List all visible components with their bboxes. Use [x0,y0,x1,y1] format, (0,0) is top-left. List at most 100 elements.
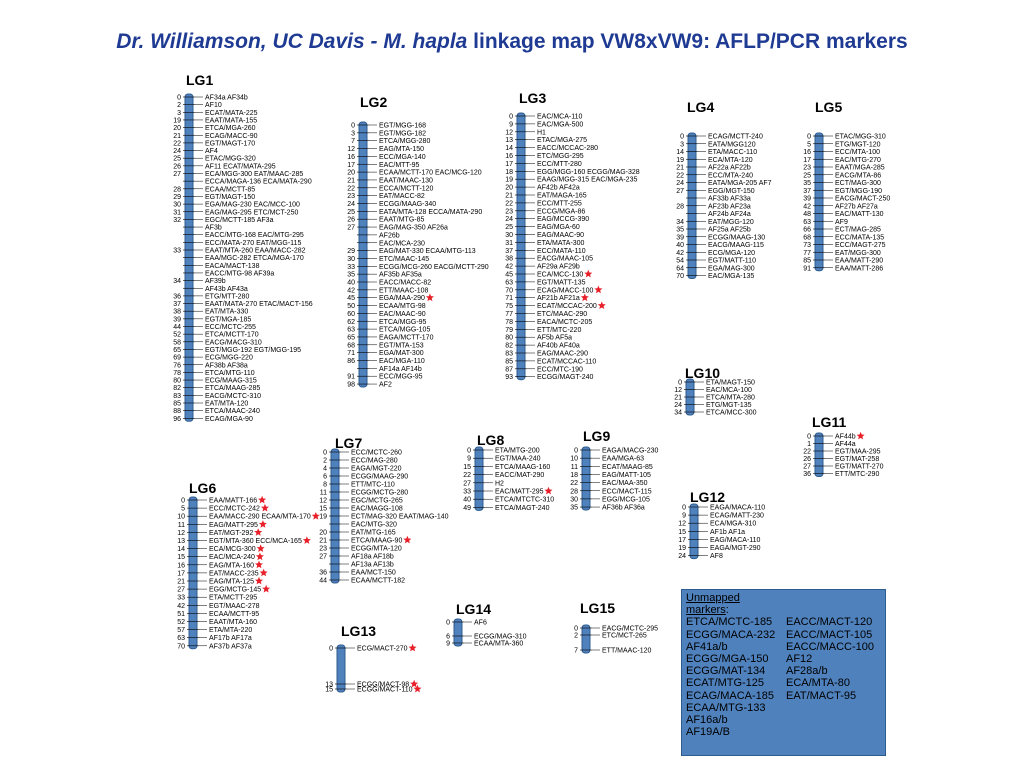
marker-position: 0 [351,123,355,130]
marker-label: ECC/MCTC-260 [351,450,402,457]
marker-position: 35 [570,505,578,512]
marker-label: EGT/MGA-185 [205,316,251,323]
marker-label: EAGA/MCTT-170 [379,334,434,341]
marker-label: ETA/MAGT-150 [706,380,755,387]
marker-label: EAG/MATT-105 [602,472,651,479]
marker-position: 91 [347,374,355,381]
red-star-icon [594,285,603,294]
linkage-group-label: LG11 [812,414,846,430]
marker-label: EAC/MAAC-90 [379,311,426,318]
marker-position: 80 [173,378,181,385]
marker-label: ETA/MCTT-295 [209,595,257,602]
marker-position: 9 [467,456,471,463]
marker-label: ETT/MTC-220 [537,327,581,334]
marker-label: ETCA/MCTT-170 [205,332,259,339]
marker-label: EAA/MACC-290 ECAA/MTA-170 [209,514,311,521]
marker-position: 71 [505,295,513,302]
marker-label: EGT/MGG-192 EGT/MGG-195 [205,347,301,354]
marker-label: AF5b AF5a [537,335,572,342]
marker-label: EGT/MATT-135 [537,279,586,286]
chromosome-bar [581,446,591,511]
marker-position: 57 [177,627,185,634]
marker-position: 34 [676,219,684,226]
marker-label: EACC/MAT-290 [495,472,544,479]
chromosome-bar [516,112,526,381]
marker-label: EAT/MTG-165 [351,530,396,537]
marker-label: ECC/MTA-240 [708,172,753,179]
unmapped-item: ECGG/MGA-150 [686,653,769,666]
red-star-icon [262,584,271,593]
marker-label: ECCA/MCTT-120 [379,185,434,192]
marker-position: 37 [173,301,181,308]
marker-position: 19 [676,157,684,164]
marker-label: AF13a AF13b [351,562,394,569]
marker-position: 49 [463,505,471,512]
marker-position: 2 [574,633,578,640]
marker-position: 8 [323,482,327,489]
marker-position: 76 [173,362,181,369]
marker-position: 9 [446,641,450,648]
marker-label: H2 [495,480,504,487]
chromosome-bar [814,132,824,272]
marker-label: EAAG/MGG-315 EAC/MGA-235 [537,177,637,184]
marker-label: EGA/MAG-230 EAC/MCC-100 [205,202,300,209]
marker-position: 91 [803,265,811,272]
marker-label: AF25a AF25b [708,227,751,234]
marker-position: 37 [505,248,513,255]
marker-label: ETCA/MCC-300 [706,410,757,417]
marker-position: 30 [347,256,355,263]
marker-label: EAC/MGA-110 [379,358,425,365]
marker-label: ETG/MGT-135 [706,402,752,409]
unmapped-item: ECA/MTA-80 [786,677,850,690]
marker-position: 7 [574,648,578,655]
marker-position: 12 [347,146,355,153]
marker-label: AF36b AF36a [602,505,645,512]
marker-label: EAT/MTA-120 [205,401,248,408]
marker-label: ECAA/MCTT-95 [209,611,259,618]
marker-position: 37 [803,188,811,195]
marker-label: EAG/MACA-110 [710,537,761,544]
marker-position: 0 [807,434,811,441]
marker-label: EACC/MCCAC-280 [537,145,598,152]
marker-label: ECCG/MGA-86 [537,208,585,215]
marker-position: 27 [177,587,185,594]
marker-position: 98 [347,382,355,389]
marker-label: AF44b [835,434,856,441]
marker-label: EAC/MTG-270 [835,157,881,164]
marker-label: ECT/MAG-320 EAAT/MAG-140 [351,514,449,521]
marker-position: 33 [177,595,185,602]
marker-position: 83 [173,393,181,400]
marker-label: ECC/MAG-280 [351,458,398,465]
marker-position: 2 [177,102,181,109]
marker-label: ETCA/MAAG-285 [205,385,260,392]
marker-position: 35 [676,227,684,234]
marker-position: 9 [682,513,686,520]
marker-label: ECAT/MCCAC-200 [537,303,597,310]
marker-label: ECC/MATA-110 [537,248,586,255]
marker-label: ECGG/MCTG-280 [351,490,408,497]
marker-label: EAC/MCA-240 [209,554,255,561]
marker-label: ETCA/MGG-280 [379,138,430,145]
marker-label: EGT/MAA-240 [495,456,541,463]
marker-position: 30 [570,496,578,503]
marker-label: EACG/MCTC-295 [602,626,658,633]
marker-label: ECAT/MATA-225 [205,110,258,117]
marker-position: 93 [505,374,513,381]
marker-label: EAT/MGG-300 [835,250,881,257]
marker-label: ETA/MTA-220 [209,627,252,634]
marker-label: EACG/MACT-250 [835,196,890,203]
marker-position: 13 [505,137,513,144]
marker-position: 13 [177,538,185,545]
marker-position: 62 [347,319,355,326]
marker-label: EAT/MGG-120 [708,219,754,226]
linkage-group-label: LG10 [685,365,720,381]
marker-position: 39 [676,234,684,241]
marker-position: 14 [676,149,684,156]
marker-label: ETA/MTG-200 [495,448,540,455]
marker-label: ETAC/MGG-310 [835,134,886,141]
marker-label: EGT/MGG-182 [379,130,426,137]
marker-label: EAC/MCA-100 [706,387,752,394]
